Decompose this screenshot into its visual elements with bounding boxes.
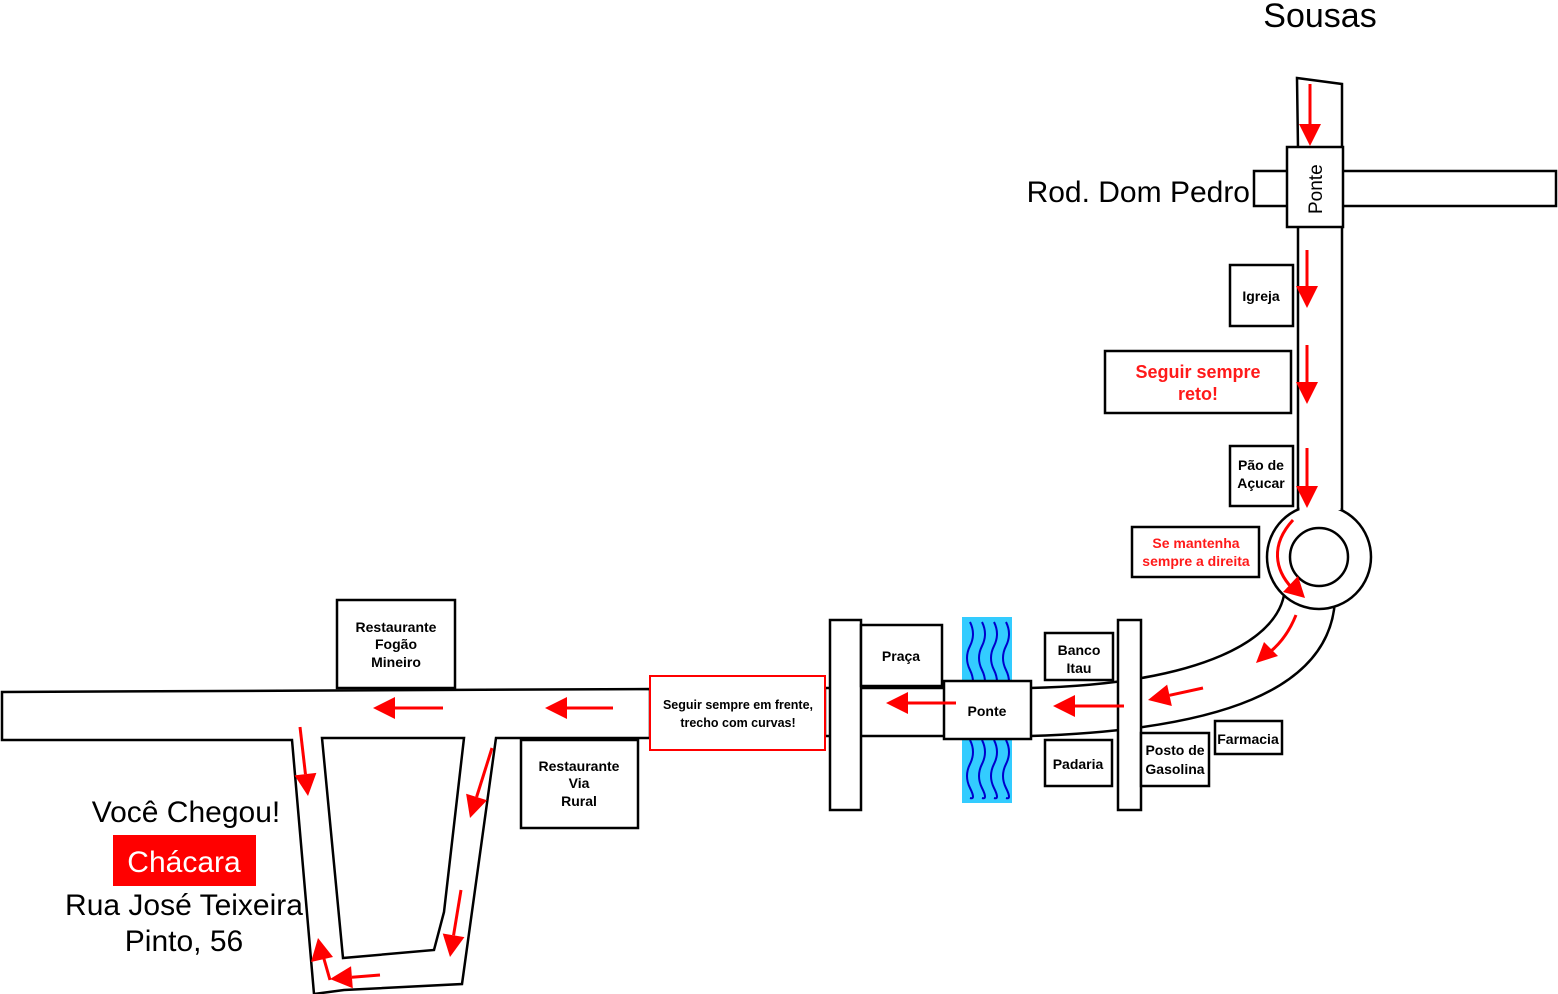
route-arrow-curve — [1276, 518, 1295, 590]
loop-island — [320, 736, 466, 960]
route-arrow-head — [545, 697, 567, 719]
route-arrow-head — [1296, 486, 1318, 508]
pao-de-acucar-label-1: Pão de — [1238, 457, 1284, 473]
route-arrow-head — [1148, 684, 1172, 707]
bridge-top — [1285, 145, 1345, 229]
building-farmacia — [1213, 719, 1284, 756]
padaria-label: Padaria — [1053, 756, 1104, 772]
route-arrow-head — [1283, 576, 1305, 598]
route-arrow — [452, 889, 463, 936]
fogao-label-3: Mineiro — [371, 654, 421, 670]
route-arrow-head — [886, 692, 908, 714]
route-arrow — [1169, 686, 1204, 697]
route-arrow — [298, 726, 307, 775]
route-arrow — [351, 973, 381, 979]
route-arrow-head — [1256, 642, 1278, 663]
building-padaria — [1043, 738, 1114, 788]
building-pao-de-acucar — [1228, 444, 1295, 508]
chacara-label: Chácara — [127, 846, 241, 879]
route-arrow-head — [1053, 695, 1075, 717]
arrived-label: Você Chegou! — [92, 796, 280, 829]
posto-label-1: Posto de — [1145, 742, 1204, 758]
note-seguir-frente-1: Seguir sempre em frente, — [663, 698, 813, 712]
address-line-1: Rua José Teixeira — [65, 889, 303, 922]
igreja-label: Igreja — [1242, 288, 1280, 304]
road-cross-praca — [828, 618, 863, 812]
pao-de-acucar-label-2: Açucar — [1237, 475, 1285, 491]
note-seguir-reto — [1103, 349, 1293, 415]
label-sousas: Sousas — [1263, 0, 1376, 35]
roundabout-center — [1288, 526, 1350, 588]
banco-itau-label-1: Banco — [1058, 642, 1101, 658]
address-line-2: Pinto, 56 — [125, 925, 243, 958]
fogao-label-1: Restaurante — [356, 619, 437, 635]
building-igreja — [1228, 263, 1295, 328]
route-arrow-head — [1299, 124, 1321, 146]
building-banco-itau — [1043, 631, 1115, 682]
bridge-top-label: Ponte — [1306, 164, 1327, 214]
via-rural-label-2: Via — [569, 775, 590, 791]
road-main-vertical — [1296, 224, 1344, 528]
note-mantenha-direita — [1130, 525, 1261, 579]
note-seguir-reto-1: Seguir sempre — [1135, 362, 1260, 382]
note-mantenha-2: sempre a direita — [1142, 553, 1250, 569]
posto-label-2: Gasolina — [1145, 761, 1204, 777]
route-arrow-head — [442, 933, 465, 957]
label-rod-dom-pedro: Rod. Dom Pedro — [1027, 176, 1250, 209]
route-arrow-head — [294, 772, 317, 796]
route-arrow-head — [1296, 382, 1318, 404]
note-seguir-frente — [649, 675, 826, 751]
direction-arrows — [294, 84, 1321, 989]
building-restaurante-fogao — [335, 598, 457, 690]
building-restaurante-via-rural — [519, 738, 640, 830]
route-arrow — [475, 747, 494, 798]
bridge-mid-label: Ponte — [968, 703, 1007, 719]
note-seguir-frente-2: trecho com curvas! — [680, 716, 795, 730]
via-rural-label-3: Rural — [561, 793, 597, 809]
route-arrow-head — [311, 938, 333, 962]
praca-label: Praça — [882, 648, 920, 664]
via-rural-label-1: Restaurante — [539, 758, 620, 774]
route-arrow-head — [330, 966, 353, 989]
chacara-badge — [113, 835, 256, 886]
building-posto — [1139, 731, 1211, 788]
note-mantenha-1: Se mantenha — [1152, 535, 1239, 551]
building-praca — [859, 623, 944, 688]
road-sousas-top — [1295, 76, 1344, 150]
route-arrow-head — [373, 697, 395, 719]
note-seguir-reto-2: reto! — [1178, 384, 1218, 404]
road-cross-banco — [1116, 618, 1143, 812]
fogao-label-2: Fogão — [375, 636, 417, 652]
bridge-mid — [942, 679, 1033, 741]
route-arrow-head — [1296, 286, 1318, 308]
route-arrow-head — [466, 793, 488, 818]
banco-itau-label-2: Itau — [1067, 660, 1092, 676]
farmacia-label: Farmacia — [1217, 731, 1279, 747]
